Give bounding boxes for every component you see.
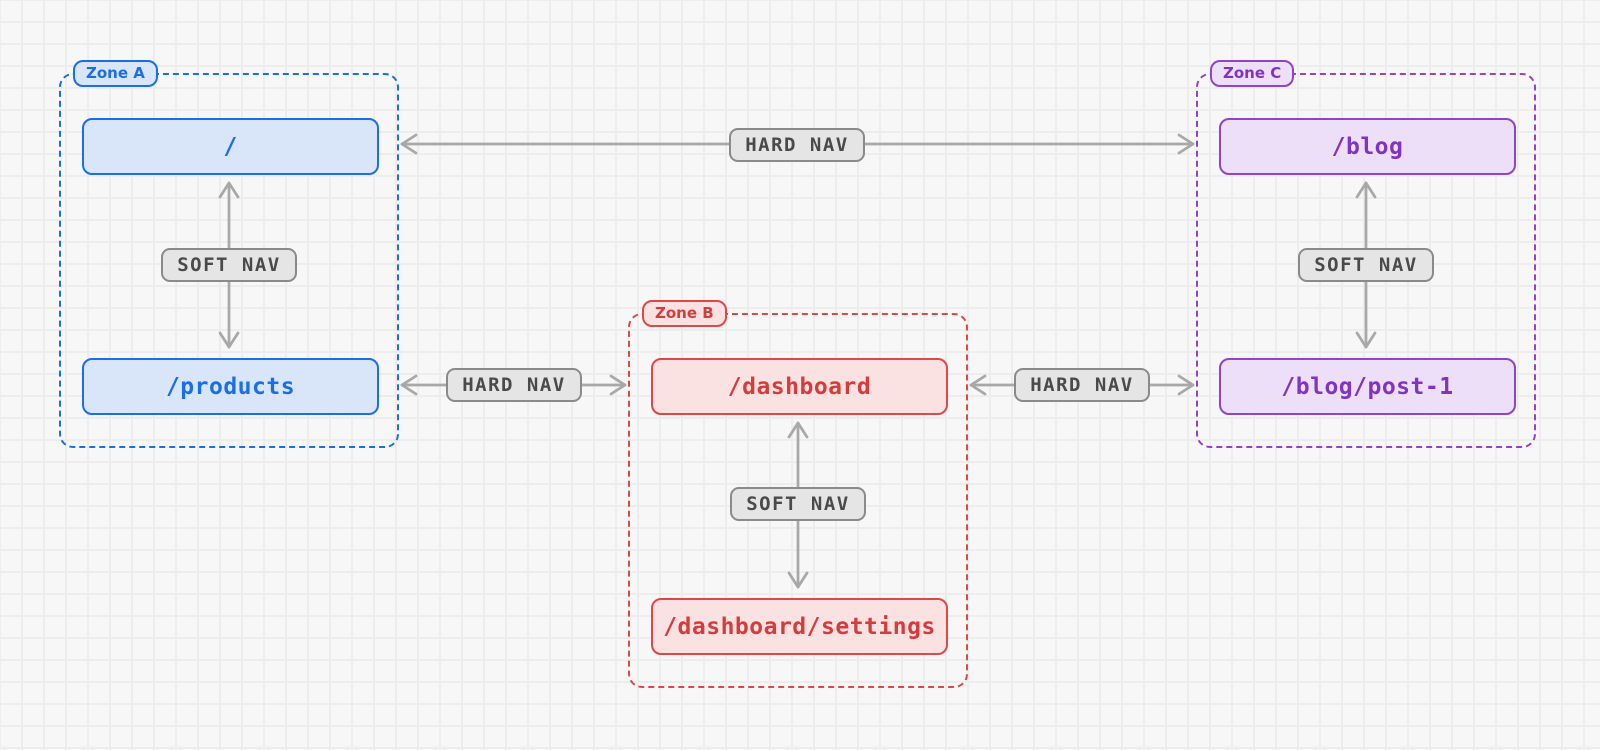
route-node-dashboard: /dashboard	[651, 358, 948, 415]
route-node-blog-post-1: /blog/post-1	[1219, 358, 1516, 415]
zone-c: Zone C /blog /blog/post-1	[1196, 60, 1536, 448]
zone-a: Zone A / /products	[59, 60, 399, 448]
edge-label-hard-nav-products-dashboard: HARD NAV	[446, 368, 582, 402]
edge-label-soft-nav-root-products: SOFT NAV	[161, 248, 297, 282]
route-node-dashboard-settings: /dashboard/settings	[651, 598, 948, 655]
zone-c-label: Zone C	[1210, 60, 1295, 87]
route-node-root: /	[82, 118, 379, 175]
zone-b: Zone B /dashboard /dashboard/settings	[628, 300, 968, 688]
edge-label-hard-nav-root-blog: HARD NAV	[729, 128, 865, 162]
edge-label-soft-nav-blog-blogpost: SOFT NAV	[1298, 248, 1434, 282]
route-node-products: /products	[82, 358, 379, 415]
zone-b-label: Zone B	[642, 300, 727, 327]
zone-a-label: Zone A	[73, 60, 158, 87]
edge-label-soft-nav-dashboard-settings: SOFT NAV	[730, 487, 866, 521]
route-node-blog: /blog	[1219, 118, 1516, 175]
edge-label-hard-nav-dashboard-blogpost: HARD NAV	[1014, 368, 1150, 402]
